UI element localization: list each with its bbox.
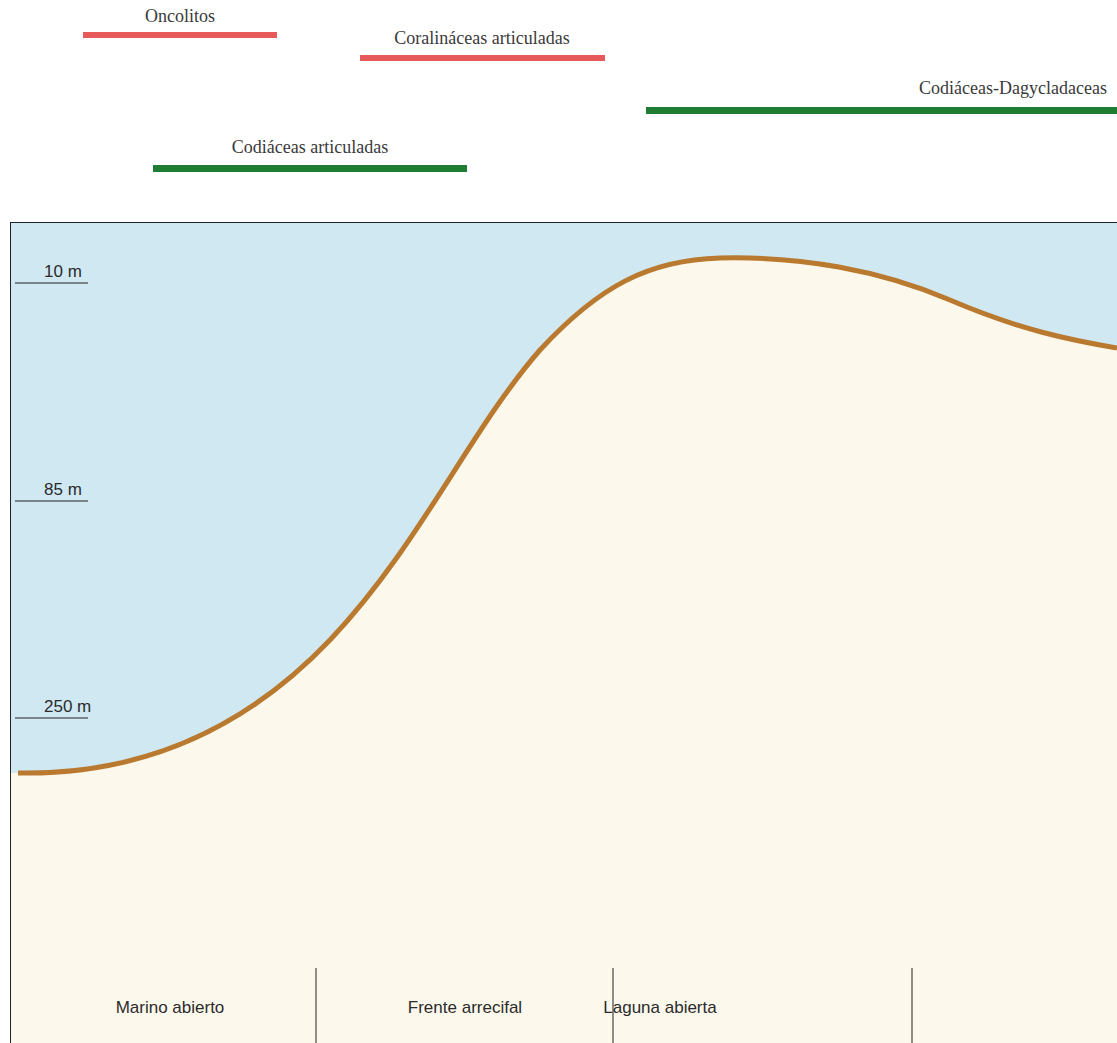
seafloor-profile xyxy=(18,258,1117,773)
frame-line xyxy=(10,222,11,1043)
zone-divider xyxy=(912,968,913,1043)
depth-tick xyxy=(15,718,88,719)
frame-line xyxy=(10,222,1117,223)
water-body xyxy=(10,223,1117,773)
algae-range-label: Coralináceas articuladas xyxy=(394,28,569,50)
zone-divider xyxy=(316,968,317,1043)
depth-label: 10 m xyxy=(44,262,82,282)
seafloor-ground xyxy=(10,222,1117,1043)
depth-label: 250 m xyxy=(44,697,91,717)
range-bar xyxy=(153,165,467,172)
range-bar xyxy=(83,32,277,38)
range-bar xyxy=(646,107,1117,114)
zone-label: Laguna abierta xyxy=(603,998,716,1018)
algae-range-label: Codiáceas-Dagycladaceas xyxy=(919,78,1107,100)
depth-tick xyxy=(15,501,88,502)
algae-range-label: Codiáceas articuladas xyxy=(232,137,388,159)
depth-label: 85 m xyxy=(44,480,82,500)
depth-tick xyxy=(15,283,88,284)
zone-label: Frente arrecifal xyxy=(408,998,522,1018)
algae-range-label: Oncolitos xyxy=(145,6,215,28)
range-bar xyxy=(360,55,605,61)
zone-label: Marino abierto xyxy=(116,998,225,1018)
